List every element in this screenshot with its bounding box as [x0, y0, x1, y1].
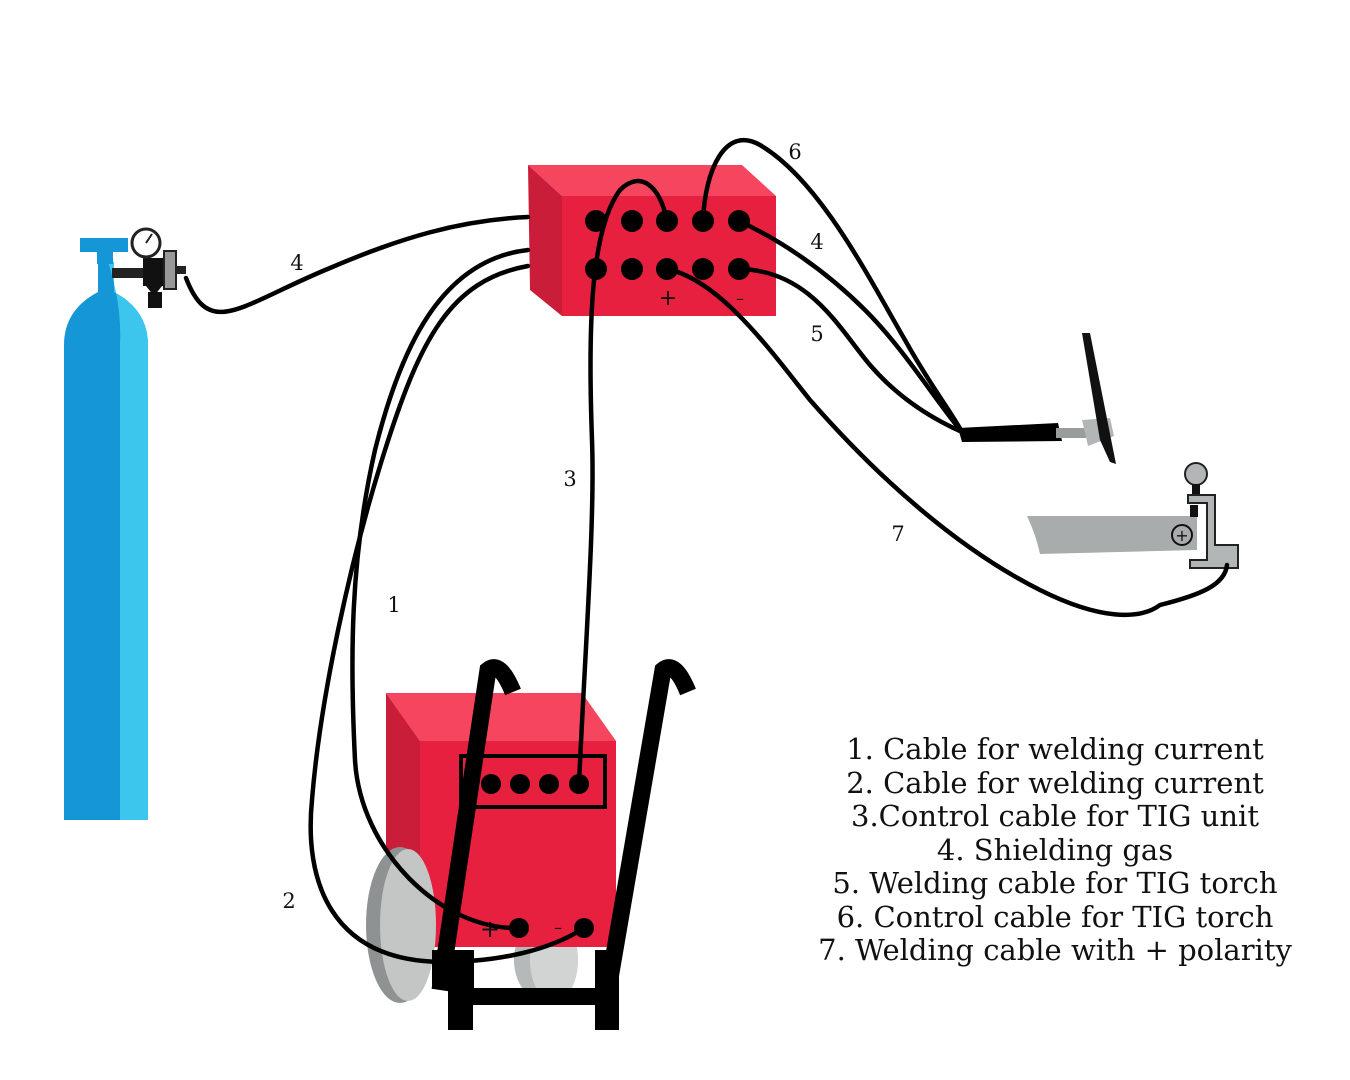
legend-item-7: 7. Welding cable with + polarity	[818, 933, 1292, 967]
legend-item-2: 2. Cable for welding current	[846, 765, 1264, 800]
legend-item-3: 3.Control cable for TIG unit	[851, 799, 1259, 833]
cable-1-welding-current	[350, 247, 531, 931]
welder-minus-terminal-label: –	[554, 918, 562, 937]
cylinder-valve-cap	[80, 238, 128, 252]
cable-label-3: 3	[563, 467, 576, 491]
cylinder-valve-stem	[97, 250, 113, 264]
tig-minus-terminal-label: –	[736, 289, 744, 308]
cable-label-7: 7	[891, 522, 904, 546]
earth-clamp	[1184, 462, 1239, 569]
cable-2-welding-current	[308, 263, 587, 965]
cable-label-6: 6	[788, 140, 801, 164]
cable-4-gas-supply	[183, 214, 531, 315]
cable-4-gas-to-torch	[736, 218, 965, 435]
cable-label-4-gas: 4	[290, 251, 303, 275]
gas-regulator	[112, 227, 186, 308]
tig-plus-terminal-label: +	[659, 286, 677, 311]
cable-5-welding-torch	[736, 266, 965, 435]
welder-plus-terminal-label: +	[480, 915, 500, 943]
cable-3-control-tig-unit	[576, 178, 670, 787]
workpiece: +	[1027, 516, 1197, 554]
gas-cylinder	[64, 238, 148, 820]
workpiece-plus-icon	[1171, 524, 1193, 546]
tig-torch	[958, 333, 1116, 464]
svg-text:+: +	[1175, 526, 1188, 545]
cable-7-plus-polarity	[664, 266, 1230, 618]
cable-label-4-torch: 4	[810, 230, 823, 254]
cylinder-highlight	[108, 262, 148, 820]
legend-item-1: 1. Cable for welding current	[846, 732, 1264, 766]
welder-connector-panel	[459, 754, 607, 809]
cable-label-1: 1	[387, 593, 400, 617]
cables	[183, 137, 1230, 965]
welding-power-source: + –	[366, 659, 696, 1030]
legend-item-6: 6. Control cable for TIG torch	[836, 899, 1274, 934]
legend-item-4: 4. Shielding gas	[936, 832, 1174, 867]
legend-item-5: 5. Welding cable for TIG torch	[832, 866, 1278, 900]
cable-legend: 1. Cable for welding current 2. Cable fo…	[780, 732, 1330, 968]
cable-6-control-torch	[700, 137, 965, 435]
cable-label-5: 5	[810, 322, 823, 346]
cable-label-2: 2	[282, 889, 295, 913]
trolley-frame	[431, 659, 696, 992]
